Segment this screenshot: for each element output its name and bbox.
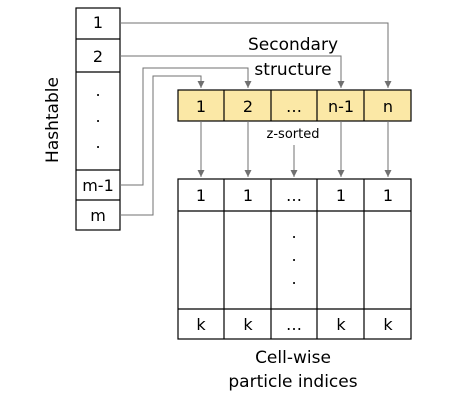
hashtable-cell-1: 1 <box>93 13 103 32</box>
hashtable-dot-1: . <box>95 81 100 100</box>
particle-bottom-1: k <box>196 315 206 334</box>
particle-top-1: 1 <box>196 186 206 205</box>
hashtable-label: Hashtable <box>43 77 63 163</box>
connector-cell-m-1-to-2 <box>120 67 252 186</box>
particle-middle-dot-3: . <box>291 269 296 288</box>
hashtable-frame <box>75 7 121 231</box>
secondary-cell-n-1: n-1 <box>328 97 354 116</box>
secondary-structure: Secondary structure 1 2 … n-1 n z-sorted <box>177 35 412 142</box>
particle-middle-dot-1: . <box>291 223 296 242</box>
particle-bottom-5: k <box>383 315 393 334</box>
hashtable-connectors <box>120 22 392 216</box>
particle-middle-dot-2: . <box>291 246 296 265</box>
particle-bottom-4: k <box>336 315 346 334</box>
particle-caption-line1: Cell-wise <box>255 348 331 368</box>
hashtable-cell-2: 2 <box>93 47 103 66</box>
secondary-cell-ellipsis: … <box>286 97 302 116</box>
particle-top-4: 1 <box>336 186 346 205</box>
particle-top-5: 1 <box>383 186 393 205</box>
particle-table: 1 1 … 1 1 . . . k k … k k Cell-wise part… <box>177 178 412 392</box>
particle-bottom-2: k <box>243 315 253 334</box>
secondary-array <box>177 89 412 122</box>
hashtable-dot-3: . <box>95 133 100 152</box>
particle-caption-line2: particle indices <box>228 372 357 392</box>
hashtable-dot-2: . <box>95 107 100 126</box>
particle-top-ellipsis: … <box>286 186 302 205</box>
particle-table-frame <box>177 178 412 340</box>
hashtable: 1 2 . . . m-1 m Hashtable <box>43 7 121 231</box>
connector-cell-1-to-n <box>120 22 392 88</box>
secondary-cell-2: 2 <box>243 97 253 116</box>
secondary-cell-n: n <box>383 97 393 116</box>
particle-top-2: 1 <box>243 186 253 205</box>
particle-bottom-ellipsis: … <box>286 315 302 334</box>
secondary-title-line1: Secondary <box>248 35 338 55</box>
hashtable-cell-m-1: m-1 <box>82 176 114 195</box>
hashtable-cell-m: m <box>90 206 106 225</box>
connector-cell-m-to-1 <box>120 75 205 216</box>
secondary-title-line2: structure <box>254 60 331 80</box>
z-sorted-label: z-sorted <box>267 127 320 142</box>
secondary-cell-1: 1 <box>196 97 206 116</box>
secondary-connectors <box>197 121 392 177</box>
connector-cell-2-to-n-1 <box>120 55 345 88</box>
